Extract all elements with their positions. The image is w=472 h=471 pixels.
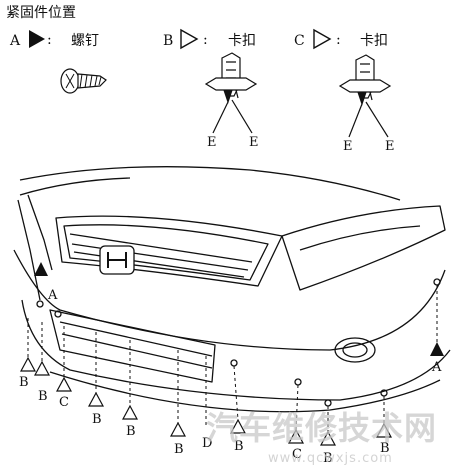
legend-b-symbol	[180, 28, 199, 50]
bumper-lineart	[13, 166, 451, 413]
callout-b1: B	[19, 375, 29, 390]
watermark-main: 汽车维修技术网	[206, 409, 438, 447]
legend-c-symbol	[313, 28, 332, 50]
callout-markers	[19, 356, 393, 446]
screw-icon	[60, 68, 107, 94]
callout-b2: B	[38, 389, 48, 404]
clip-b-icon	[204, 52, 258, 134]
callout-a-right: A	[432, 360, 442, 375]
legend-b-name: 卡扣	[228, 33, 256, 49]
legend-b-colon: :	[203, 32, 208, 48]
callout-b5: B	[174, 442, 184, 457]
leader-lines	[27, 285, 438, 432]
callout-b8: B	[380, 441, 390, 456]
callout-b7: B	[323, 451, 333, 466]
watermark-url: www.qcwxjs.com	[268, 451, 393, 466]
legend-a-letter: A	[10, 33, 21, 49]
legend-a-colon: :	[47, 32, 52, 48]
legend-a-symbol	[29, 30, 45, 48]
clip-c-label-left: E	[343, 139, 353, 154]
callout-c1: C	[59, 395, 69, 410]
callout-b6: B	[234, 439, 244, 454]
legend-c-letter: C	[294, 33, 305, 49]
clip-c-icon	[338, 54, 392, 138]
callout-a-left-marker	[34, 262, 48, 276]
callout-c2: C	[292, 447, 302, 462]
clip-b-label-left: E	[207, 135, 217, 150]
clip-c-label-right: E	[385, 139, 395, 154]
callout-a-left: A	[48, 288, 58, 303]
legend-c-name: 卡扣	[360, 33, 388, 49]
callout-d: D	[202, 436, 213, 451]
callout-a-right-marker	[430, 342, 444, 356]
legend-c-colon: :	[336, 32, 341, 48]
clip-b-label-right: E	[249, 135, 259, 150]
callout-b4: B	[126, 424, 136, 439]
legend-a-name: 螺钉	[71, 33, 99, 49]
legend-b-letter: B	[163, 33, 174, 49]
page-title: 紧固件位置	[6, 5, 76, 21]
callout-b3: B	[92, 412, 102, 427]
